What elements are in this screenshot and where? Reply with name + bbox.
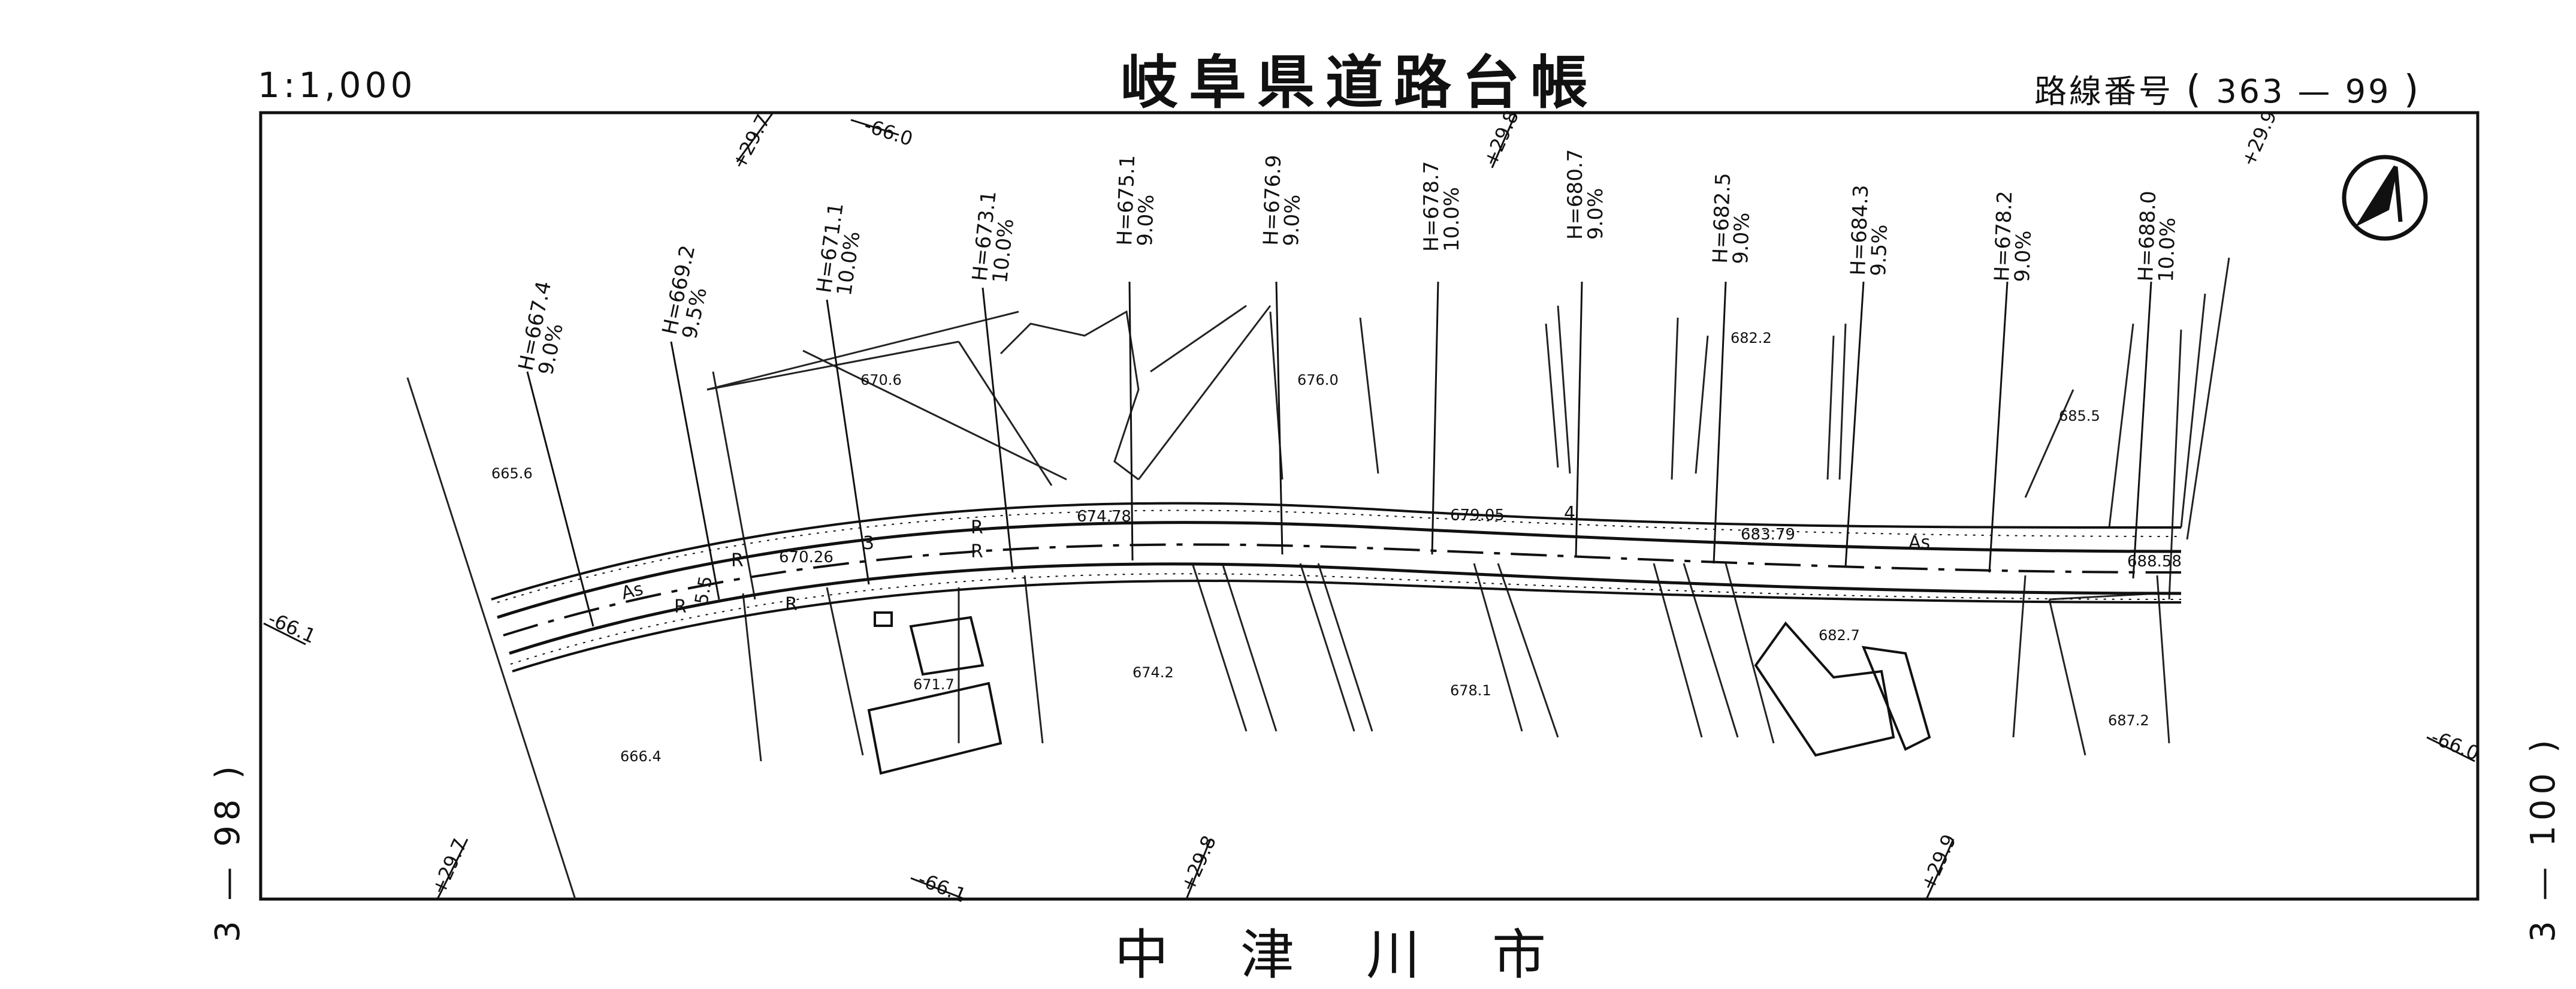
section-label: H=669.29.5%	[658, 243, 720, 340]
road-mark: R	[785, 594, 798, 615]
grid-mark: +29.9	[2237, 107, 2282, 170]
route-number: 路線番号 ( 363 — 99 )	[2034, 65, 2421, 112]
grid-mark: -66.1	[915, 867, 970, 907]
road-marks: As As R R R R R 5.5 3 4	[619, 503, 1930, 617]
section-label: H=673.110.0%	[968, 189, 1021, 284]
road	[491, 502, 2182, 673]
spot-heights: 665.6 670.6 676.0 682.2 685.5 666.4 671.…	[491, 330, 2149, 765]
road-edge-south	[509, 562, 2182, 655]
road-mark: As	[619, 578, 645, 604]
section-label: H=682.59.0%	[1708, 173, 1756, 265]
road-mark: As	[1908, 532, 1930, 553]
section-label: H=678.29.0%	[1990, 191, 2037, 283]
grid-mark: +29.8	[1176, 832, 1221, 895]
north-arrow-icon	[2342, 155, 2428, 241]
route-label: 路線番号	[2034, 73, 2173, 110]
spot-height: 670.6	[860, 372, 902, 388]
adjacent-sheet-left: 3 — 98 )	[209, 761, 247, 942]
road-mark: R	[971, 541, 983, 562]
road-ledger-map: H=667.49.0% H=669.29.5% H=671.110.0% H=6…	[259, 107, 2483, 907]
road-mark: 5.5	[691, 574, 717, 606]
road-mark: 4	[1564, 503, 1575, 524]
scale-label: 1:1,000	[258, 65, 416, 105]
spot-height: 676.0	[1297, 372, 1339, 388]
road-center-line	[503, 543, 2182, 637]
route-number-value: 363 — 99	[2216, 73, 2391, 110]
spot-height: 687.2	[2108, 712, 2149, 729]
grid-mark: -66.0	[2428, 725, 2483, 765]
adjacent-sheet-right: 3 — 100 )	[2524, 735, 2563, 942]
section-label: H=688.010.0%	[2134, 191, 2181, 283]
grid-mark: +29.7	[427, 835, 472, 898]
road-elevation: 674.78	[1077, 508, 1131, 526]
section-label: H=680.79.0%	[1563, 149, 1608, 240]
road-edge-north	[497, 521, 2182, 619]
road-elevation: 683.79	[1741, 526, 1795, 544]
road-elevation: 679.05	[1450, 506, 1505, 524]
section-label: H=676.99.0%	[1259, 155, 1306, 247]
spot-height: 671.7	[913, 676, 955, 693]
spot-height: 666.4	[620, 748, 662, 765]
grid-mark: +29.9	[1916, 831, 1961, 894]
cross-section-labels: H=667.49.0% H=669.29.5% H=671.110.0% H=6…	[514, 149, 2181, 377]
grid-mark: -66.1	[265, 607, 319, 648]
section-label: H=678.710.0%	[1420, 161, 1464, 252]
road-mark: 3	[863, 533, 874, 554]
buildings	[867, 611, 1931, 775]
parcel-lines	[406, 257, 2230, 900]
page-title: 岐阜県道路台帳	[1121, 49, 1599, 116]
sidewalk-hatch-south	[510, 573, 2182, 665]
road-elevations: 670.26 674.78 679.05 683.79 688.58	[779, 506, 2182, 571]
road-edge-north-outer	[491, 502, 2182, 601]
city-name: 中津川市	[1115, 924, 1618, 987]
road-mark: R	[674, 596, 687, 617]
road-edge-south-outer	[512, 579, 2182, 673]
road-elevation: 670.26	[779, 548, 833, 566]
cross-section-lines	[526, 281, 2152, 627]
road-mark: R	[731, 550, 744, 571]
section-label: H=684.39.5%	[1846, 185, 1894, 277]
route-open-paren: (	[2186, 68, 2204, 112]
section-label: H=667.49.0%	[514, 279, 576, 376]
spot-height: 685.5	[2059, 408, 2100, 424]
spot-height: 682.2	[1731, 330, 1772, 346]
grid-mark: +29.7	[727, 110, 775, 173]
section-label: H=675.19.0%	[1113, 155, 1160, 247]
spot-height: 674.2	[1133, 664, 1174, 681]
road-mark: R	[971, 517, 983, 538]
route-close-paren: )	[2403, 68, 2421, 112]
spot-height: 682.7	[1819, 627, 1860, 644]
section-label: H=671.110.0%	[812, 201, 868, 297]
grid-mark: -66.0	[862, 113, 916, 150]
spot-height: 678.1	[1450, 682, 1491, 699]
map-frame	[259, 111, 2480, 901]
road-elevation: 688.58	[2127, 553, 2182, 571]
spot-height: 665.6	[491, 465, 533, 482]
